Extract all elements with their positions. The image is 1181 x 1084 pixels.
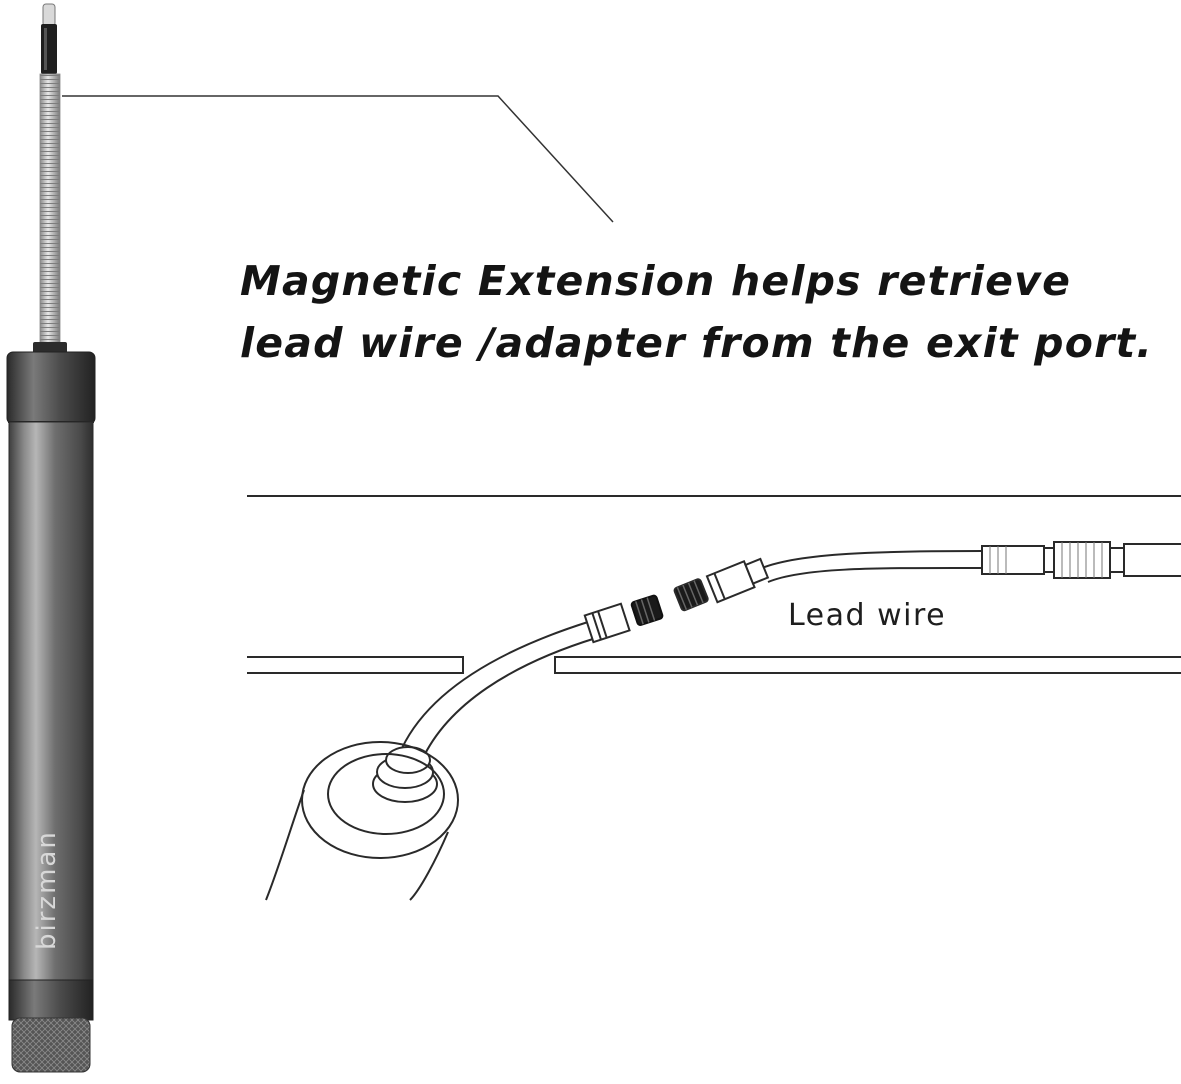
extension-in-frame xyxy=(265,594,664,901)
callout-text: Magnetic Extension helps retrieve lead w… xyxy=(240,250,1180,374)
bleed-tool xyxy=(6,3,96,1073)
callout-line-1: Magnetic Extension helps retrieve xyxy=(240,257,1072,305)
lead-wire xyxy=(673,541,1181,612)
magnetic-tip xyxy=(41,3,57,74)
lead-wire-label: Lead wire xyxy=(788,598,947,633)
frame-tube xyxy=(247,495,1181,674)
callout-leader-line xyxy=(62,95,614,223)
flexible-extension xyxy=(39,73,61,349)
brand-logo: birzman xyxy=(32,830,62,950)
callout-line-2: lead wire /adapter from the exit port. xyxy=(240,319,1154,367)
